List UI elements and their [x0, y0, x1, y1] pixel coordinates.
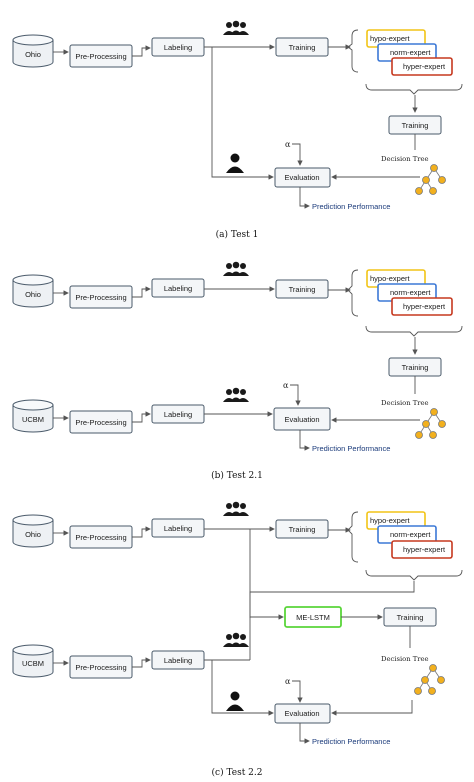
hyper-expert-label: hyper-expert	[403, 62, 446, 71]
panel-a: Ohio Pre-Processing Labeling Training hy…	[12, 20, 463, 240]
training-box-2: Training	[388, 115, 442, 135]
ucbm-database-icon-b: UCBM	[12, 399, 54, 433]
training-box-c: Training	[275, 519, 329, 539]
caption-c: (c) Test 2.2	[212, 767, 263, 778]
labeling-label-c: Labeling	[164, 524, 192, 533]
training-label-c: Training	[289, 525, 316, 534]
group-users-icon-b	[223, 261, 249, 276]
decision-tree-icon	[415, 164, 446, 195]
hypo-expert-label: hypo-expert	[370, 34, 411, 43]
preprocessing-label-c2: Pre-Processing	[75, 663, 126, 672]
caption-a: (a) Test 1	[216, 229, 259, 240]
labeling-box-c: Labeling	[151, 518, 205, 538]
preprocessing-box-b2: Pre-Processing	[69, 410, 133, 434]
preprocessing-label-b2: Pre-Processing	[75, 418, 126, 427]
hyper-expert-label-b: hyper-expert	[403, 302, 446, 311]
panel-b: Ohio Pre-Processing Labeling Training hy…	[12, 261, 463, 481]
ucbm-label-b: UCBM	[22, 415, 44, 424]
ohio-database-icon-c: Ohio	[12, 514, 54, 548]
ohio-label-c: Ohio	[25, 530, 41, 539]
evaluation-label: Evaluation	[284, 173, 319, 182]
decision-tree-label-c: Decision Tree	[381, 655, 429, 663]
training-box-b: Training	[275, 279, 329, 299]
ohio-label-b: Ohio	[25, 290, 41, 299]
preprocessing-box: Pre-Processing	[69, 44, 133, 68]
decision-tree-label: Decision Tree	[381, 155, 429, 163]
hyper-expert-box-b: hyper-expert	[391, 297, 453, 316]
evaluation-label-c: Evaluation	[284, 709, 319, 718]
training-label: Training	[289, 43, 316, 52]
decision-tree-icon-b	[415, 408, 446, 439]
prediction-performance-label: Prediction Performance	[312, 202, 390, 211]
norm-expert-box-b: norm-expert	[377, 283, 437, 302]
group-users-icon-c2	[223, 632, 249, 647]
ohio-database-icon-b: Ohio	[12, 274, 54, 308]
me-lstm-box: ME-LSTM	[284, 606, 342, 628]
labeling-box-b: Labeling	[151, 278, 205, 298]
evaluation-box-b: Evaluation	[273, 407, 331, 431]
labeling-label: Labeling	[164, 43, 192, 52]
user-icon-c	[226, 691, 244, 711]
ohio-database-icon: Ohio	[12, 34, 54, 68]
labeling-box-c2: Labeling	[151, 650, 205, 670]
training-box-b2: Training	[388, 357, 442, 377]
prediction-performance-label-b: Prediction Performance	[312, 444, 390, 453]
labeling-box-b2: Labeling	[151, 404, 205, 424]
hyper-expert-box: hyper-expert	[391, 57, 453, 76]
evaluation-label-b: Evaluation	[284, 415, 319, 424]
group-users-icon	[223, 20, 249, 35]
training-label-c2: Training	[397, 613, 424, 622]
training-box-c2: Training	[383, 607, 437, 627]
labeling-box: Labeling	[151, 37, 205, 57]
hyper-expert-label-c: hyper-expert	[403, 545, 446, 554]
decision-tree-label-b: Decision Tree	[381, 399, 429, 407]
group-users-icon-c	[223, 501, 249, 516]
ucbm-database-icon-c: UCBM	[12, 644, 54, 678]
alpha-symbol: α	[285, 140, 291, 149]
me-lstm-label: ME-LSTM	[296, 613, 330, 622]
hypo-expert-label-c: hypo-expert	[370, 516, 411, 525]
preprocessing-box-c: Pre-Processing	[69, 525, 133, 549]
alpha-symbol-c: α	[285, 677, 291, 686]
decision-tree-icon-c	[414, 664, 445, 695]
training-box: Training	[275, 37, 329, 57]
group-users-icon-b2	[223, 387, 249, 402]
prediction-performance-label-c: Prediction Performance	[312, 737, 390, 746]
norm-expert-label: norm-expert	[390, 48, 431, 57]
preprocessing-label: Pre-Processing	[75, 52, 126, 61]
evaluation-box: Evaluation	[274, 167, 331, 188]
ohio-label: Ohio	[25, 50, 41, 59]
training-label-2: Training	[402, 121, 429, 130]
labeling-label-b: Labeling	[164, 284, 192, 293]
alpha-symbol-b: α	[283, 381, 289, 390]
panel-c: Ohio Pre-Processing Labeling Training hy…	[12, 501, 463, 778]
caption-b: (b) Test 2.1	[211, 470, 263, 481]
preprocessing-label-b: Pre-Processing	[75, 293, 126, 302]
hyper-expert-box-c: hyper-expert	[391, 540, 453, 559]
preprocessing-box-b: Pre-Processing	[69, 285, 133, 309]
preprocessing-label-c: Pre-Processing	[75, 533, 126, 542]
evaluation-box-c: Evaluation	[274, 703, 331, 724]
norm-expert-label-c: norm-expert	[390, 530, 431, 539]
ucbm-label-c: UCBM	[22, 659, 44, 668]
labeling-label-c2: Labeling	[164, 656, 192, 665]
norm-expert-label-b: norm-expert	[390, 288, 431, 297]
user-icon	[226, 153, 244, 173]
labeling-label-b2: Labeling	[164, 410, 192, 419]
preprocessing-box-c2: Pre-Processing	[69, 655, 133, 679]
hypo-expert-label-b: hypo-expert	[370, 274, 411, 283]
training-label-b2: Training	[402, 363, 429, 372]
training-label-b: Training	[289, 285, 316, 294]
